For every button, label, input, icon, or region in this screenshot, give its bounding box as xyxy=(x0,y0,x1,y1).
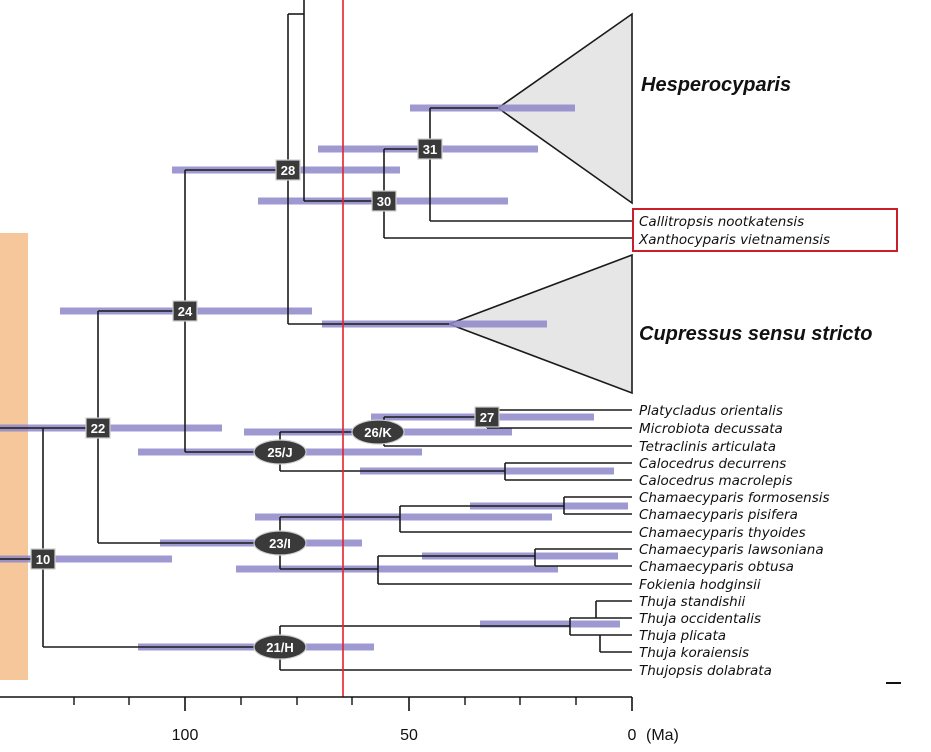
tick-label-50: 50 xyxy=(400,727,418,744)
taxon-label: Microbiota decussata xyxy=(639,421,783,437)
node-27-label: 27 xyxy=(480,410,494,425)
clade-label-hesperocyparis: Hesperocyparis xyxy=(641,74,791,96)
taxon-label: Fokienia hodginsii xyxy=(639,577,761,593)
node-24-label: 24 xyxy=(178,304,193,319)
node-23-label: 23/I xyxy=(269,536,291,551)
taxon-label: Xanthocyparis vietnamensis xyxy=(638,232,830,248)
taxon-label: Chamaecyparis thyoides xyxy=(639,525,806,541)
node-28-label: 28 xyxy=(281,163,295,178)
node-10-label: 10 xyxy=(36,552,50,567)
taxon-label: Calocedrus macrolepis xyxy=(639,473,793,489)
taxon-label: Tetraclinis articulata xyxy=(639,439,776,455)
error-bars xyxy=(0,104,628,651)
taxon-label: Chamaecyparis formosensis xyxy=(639,490,830,506)
taxon-label: Thuja plicata xyxy=(639,628,726,644)
node-21-label: 21/H xyxy=(266,640,293,655)
taxon-label: Thuja occidentalis xyxy=(639,611,761,627)
taxon-label: Calocedrus decurrens xyxy=(639,456,786,472)
node-30-label: 30 xyxy=(377,194,391,209)
shaded-time-band xyxy=(0,233,28,680)
taxon-label: Callitropsis nootkatensis xyxy=(639,214,804,230)
node-31-label: 31 xyxy=(423,142,437,157)
taxon-label: Platycladus orientalis xyxy=(639,403,783,419)
clade-label-cupressus: Cupressus sensu stricto xyxy=(639,323,872,345)
taxon-label: Thuja koraiensis xyxy=(639,645,749,661)
taxon-label: Chamaecyparis lawsoniana xyxy=(639,542,824,558)
node-labels: 10 22 24 28 30 31 27 26/K 25/J 23/I 21/H xyxy=(30,138,500,660)
taxon-label: Thujopsis dolabrata xyxy=(639,663,772,679)
time-axis: 100 50 0 (Ma) xyxy=(0,696,679,744)
tick-label-100: 100 xyxy=(172,727,199,744)
taxon-label: Thuja standishii xyxy=(639,594,745,610)
taxon-label: Chamaecyparis pisifera xyxy=(639,507,798,523)
node-26-label: 26/K xyxy=(364,425,392,440)
tick-label-0: 0 xyxy=(628,727,637,744)
node-22-label: 22 xyxy=(91,421,105,436)
taxon-label: Chamaecyparis obtusa xyxy=(639,559,794,575)
node-25-label: 25/J xyxy=(267,445,292,460)
taxon-labels: Callitropsis nootkatensis Xanthocyparis … xyxy=(638,214,830,679)
highlight-box xyxy=(632,208,898,252)
axis-unit-label: (Ma) xyxy=(646,727,679,744)
